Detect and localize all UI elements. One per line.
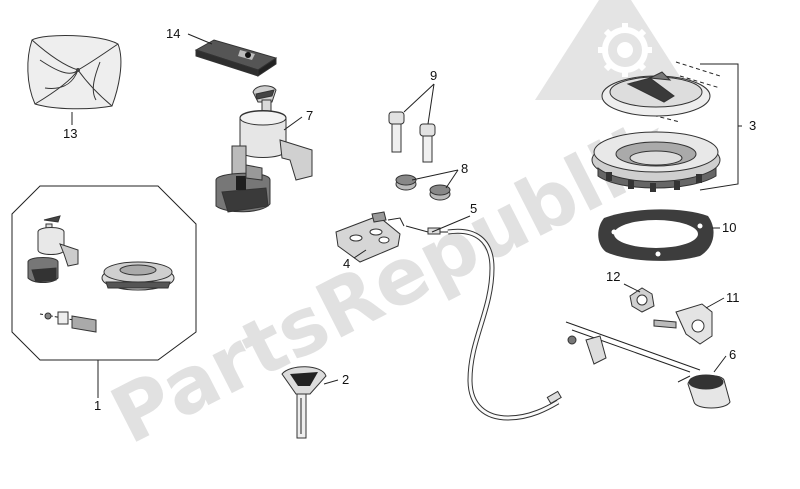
callout-6: 6 <box>729 347 736 362</box>
callout-14: 14 <box>166 26 180 41</box>
part-12-ring <box>629 287 655 313</box>
part-3-fuel-cap <box>591 61 739 192</box>
callout-9: 9 <box>430 68 437 83</box>
callout-5: 5 <box>470 201 477 216</box>
callout-10: 10 <box>722 220 736 235</box>
callout-7: 7 <box>306 108 313 123</box>
kit-fuel-cap-miniature <box>101 261 175 291</box>
part-8-washers <box>395 174 451 201</box>
part-14-booklet <box>194 39 278 77</box>
callout-3: 3 <box>749 118 756 133</box>
part-1-kit-outline <box>11 185 197 361</box>
callout-4: 4 <box>343 256 350 271</box>
callout-11: 11 <box>726 290 740 305</box>
callout-13: 13 <box>63 126 77 141</box>
part-6-plug <box>565 321 731 409</box>
part-4-latch-plate <box>335 211 405 263</box>
part-11-bracket <box>653 303 713 345</box>
part-7-ignition-switch <box>215 85 313 213</box>
part-10-gasket <box>598 209 714 261</box>
part-9-bolts <box>388 111 436 163</box>
callout-12: 12 <box>606 269 620 284</box>
kit-ignition-switch-miniature <box>27 215 79 283</box>
part-5-cable <box>405 225 562 421</box>
part-2-key <box>281 366 327 439</box>
callout-2: 2 <box>342 372 349 387</box>
callout-numbers: 1 2 3 4 5 6 7 8 9 10 11 12 13 14 <box>63 26 756 413</box>
callout-1: 1 <box>94 398 101 413</box>
kit-lock-pieces-miniature <box>39 311 97 333</box>
callout-8: 8 <box>461 161 468 176</box>
leader-lines <box>71 33 742 398</box>
part-13-pouch <box>27 35 122 110</box>
